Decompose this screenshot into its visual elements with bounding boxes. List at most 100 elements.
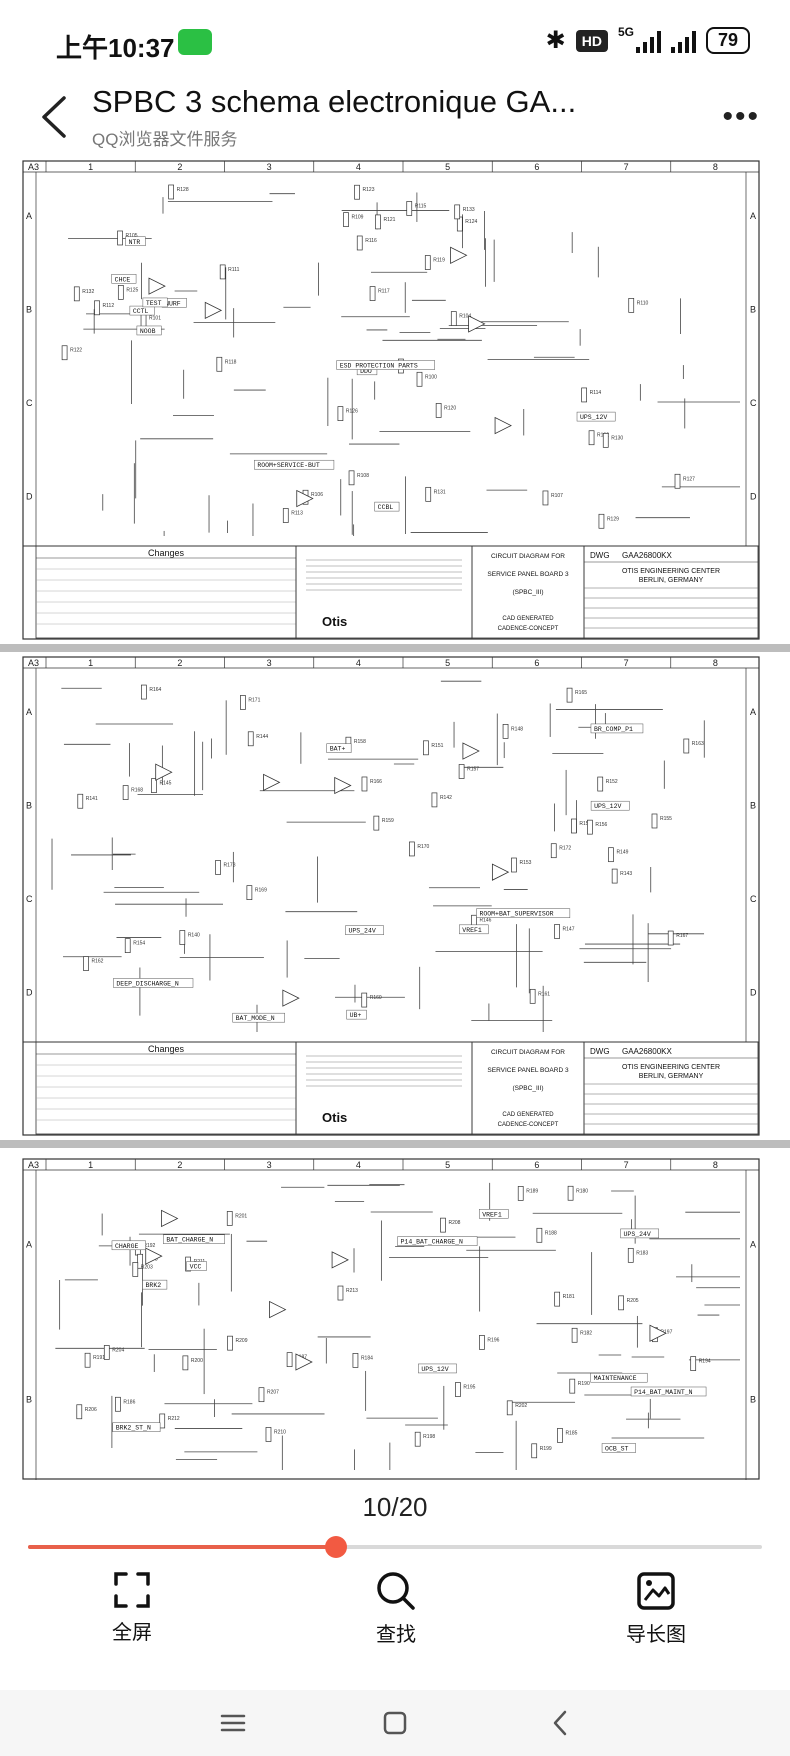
net-label: CHARGE <box>115 1243 139 1250</box>
opamp-symbol <box>296 489 314 508</box>
component-ref: R197 <box>660 1330 672 1336</box>
row-label: B <box>26 800 32 810</box>
resistor-symbol <box>683 738 690 754</box>
component-ref: R154 <box>133 941 145 947</box>
search-button[interactable]: 查找 <box>316 1570 476 1647</box>
resistor-symbol <box>265 1427 272 1442</box>
resistor-symbol <box>597 776 604 792</box>
resistor-symbol <box>352 1353 359 1368</box>
row-label: C <box>26 398 33 408</box>
component-ref: R172 <box>559 846 571 852</box>
resistor-symbol <box>354 184 360 200</box>
component-ref: R152 <box>606 779 618 785</box>
opamp-symbol <box>145 1247 163 1265</box>
component-ref: R166 <box>370 779 382 785</box>
changes-label: Changes <box>148 1044 185 1054</box>
resistor-symbol <box>115 1396 121 1412</box>
net-label-box <box>601 1443 636 1453</box>
net-label-box <box>136 325 162 336</box>
component-ref: R105 <box>126 233 138 239</box>
component-ref: R118 <box>225 359 237 365</box>
net-label: BAT+ <box>330 746 346 753</box>
component-ref: R165 <box>575 690 587 696</box>
component-ref: R141 <box>86 796 98 802</box>
page-progress-slider[interactable] <box>28 1536 762 1558</box>
resistor-symbol <box>571 1327 578 1343</box>
net-label-box <box>397 1236 478 1246</box>
net-label: VCC <box>190 1264 202 1271</box>
opamp-symbol <box>161 1209 179 1228</box>
component-ref: R148 <box>511 726 523 732</box>
engineering-center: OTIS ENGINEERING CENTER <box>622 568 720 575</box>
resistor-symbol <box>343 212 349 227</box>
row-label: C <box>750 894 757 904</box>
component-ref: R129 <box>607 516 619 522</box>
column-label: 8 <box>713 1160 718 1170</box>
resistor-symbol <box>61 345 68 361</box>
resistor-symbol <box>431 792 438 808</box>
component-ref: R173 <box>224 862 236 868</box>
sheet-frame <box>22 160 760 640</box>
net-label-box <box>346 1009 367 1020</box>
resistor-symbol <box>587 819 593 835</box>
opamp-symbol <box>468 315 486 333</box>
dwg-box <box>583 545 759 639</box>
resistor-symbol <box>227 1335 233 1351</box>
net-label-box <box>345 925 384 935</box>
long-image-button[interactable]: 导长图 <box>576 1570 736 1647</box>
row-label: D <box>26 491 33 501</box>
fullscreen-label: 全屏 <box>112 1622 152 1644</box>
circuit-wiring <box>68 192 740 536</box>
row-label: D <box>750 987 757 997</box>
resistor-symbol <box>406 201 413 216</box>
dwg-number: GAA26800KX <box>622 1047 672 1056</box>
more-options-icon[interactable]: ••• <box>722 100 760 133</box>
net-label: ESD PROTECTION PARTS <box>340 363 418 370</box>
resistor-symbol <box>536 1227 543 1243</box>
resistor-symbol <box>511 857 517 873</box>
resistor-symbol <box>246 885 253 901</box>
net-label-box <box>476 908 571 918</box>
component-ref: R168 <box>131 788 143 794</box>
document-viewer[interactable]: A312345678AABBCCDDR100R101R102R103R104R1… <box>0 160 790 1480</box>
document-title: SPBC 3 schema electronique GA... <box>92 84 577 119</box>
net-label-box <box>418 1363 457 1374</box>
resistor-symbol <box>141 684 147 700</box>
fullscreen-button[interactable]: 全屏 <box>52 1570 212 1645</box>
component-ref: R186 <box>123 1399 135 1405</box>
resistor-symbol <box>373 815 380 831</box>
cad-tool: CADENCE-CONCEPT <box>498 1122 559 1128</box>
net-label-box <box>254 459 335 470</box>
column-label: 2 <box>177 162 182 172</box>
progress-thumb[interactable] <box>325 1536 348 1558</box>
component-ref: R164 <box>149 687 161 693</box>
component-ref: R155 <box>660 816 672 822</box>
menu-icon[interactable] <box>218 1708 248 1738</box>
opamp-symbol <box>331 1251 349 1269</box>
network-label: 5G <box>617 24 634 39</box>
app-header: SPBC 3 schema electronique GA... QQ浏览器文件… <box>0 80 790 160</box>
nav-back-icon[interactable] <box>546 1708 576 1738</box>
component-ref: R109 <box>352 215 364 221</box>
net-label-box <box>336 360 435 370</box>
component-ref: R159 <box>382 818 394 824</box>
opamp-symbol <box>148 277 166 295</box>
resistor-symbol <box>140 313 147 328</box>
component-ref: R123 <box>363 187 375 193</box>
column-label: 8 <box>713 658 718 668</box>
resistor-symbol <box>179 930 186 945</box>
status-time: 上午10:37 <box>56 33 175 63</box>
row-label: D <box>750 491 757 501</box>
component-ref: R113 <box>291 510 303 516</box>
home-icon[interactable] <box>380 1708 410 1738</box>
net-label: BRK2 <box>146 1282 162 1289</box>
net-label-box <box>576 411 616 422</box>
component-ref: R125 <box>126 287 138 293</box>
resistor-symbol <box>569 1378 576 1394</box>
opamp-symbol <box>155 763 173 781</box>
back-arrow-icon[interactable] <box>36 92 76 142</box>
row-label: A <box>26 1240 32 1250</box>
resistor-symbol <box>73 286 80 302</box>
resistor-symbol <box>602 432 609 448</box>
